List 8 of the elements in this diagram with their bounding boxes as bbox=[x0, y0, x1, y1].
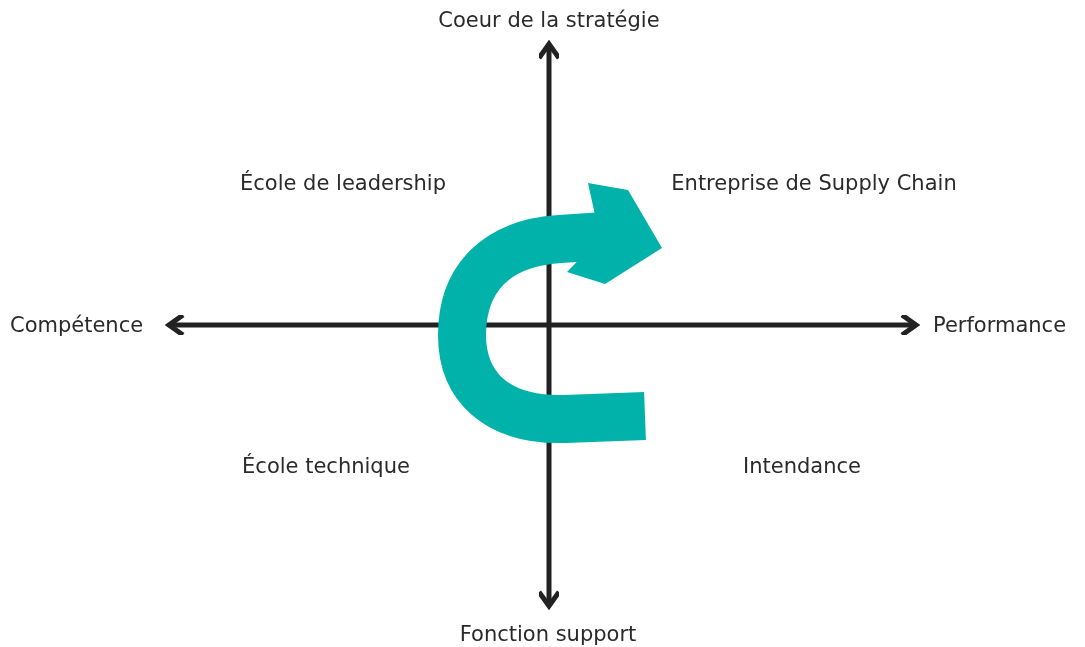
axis-label: Fonction support bbox=[459, 622, 637, 646]
quadrant-label: Entreprise de Supply Chain bbox=[671, 171, 957, 195]
axis-label: Performance bbox=[933, 313, 1067, 337]
quadrant-label: École de leadership bbox=[240, 171, 446, 195]
axis-label: Coeur de la stratégie bbox=[438, 8, 660, 32]
quadrant-label: Intendance bbox=[743, 454, 861, 478]
axis-label: Compétence bbox=[10, 313, 144, 337]
quadrant-label: École technique bbox=[242, 454, 410, 478]
